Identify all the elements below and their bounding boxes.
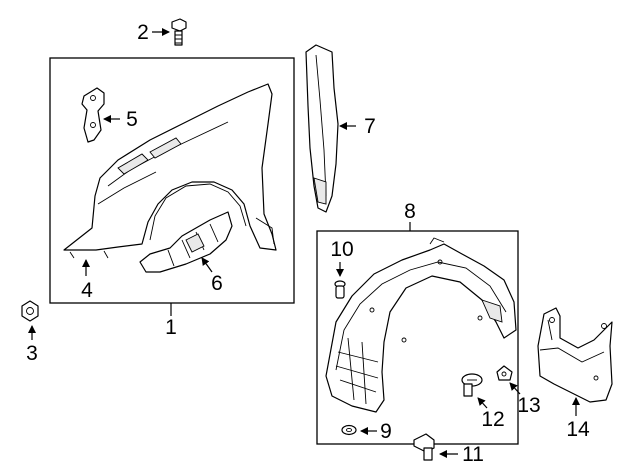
callout-5: 5	[126, 108, 138, 131]
callout-9: 9	[380, 420, 392, 443]
clip-13[interactable]	[496, 365, 513, 381]
fender-liner[interactable]	[325, 237, 517, 413]
callout-14: 14	[566, 418, 590, 441]
callout-8: 8	[404, 200, 416, 223]
fender-panel[interactable]	[63, 83, 277, 259]
washer-9[interactable]	[341, 424, 357, 436]
clip-10[interactable]	[334, 280, 346, 299]
callout-12: 12	[481, 408, 504, 431]
fender-group-frame	[49, 57, 295, 304]
callout-2: 2	[137, 21, 149, 44]
callout-3: 3	[26, 342, 38, 365]
callout-7: 7	[364, 115, 376, 138]
nut-3[interactable]	[21, 300, 39, 322]
fender-bracket[interactable]	[81, 87, 105, 143]
callout-13: 13	[517, 394, 540, 417]
leader-13	[509, 382, 521, 395]
callout-11: 11	[462, 443, 484, 466]
callout-1: 1	[165, 316, 177, 339]
callout-6: 6	[211, 272, 223, 295]
callout-10: 10	[330, 238, 353, 261]
bolt-11[interactable]	[413, 433, 435, 461]
leader-12	[477, 397, 488, 409]
screw-12[interactable]	[461, 373, 483, 397]
fender-insulator[interactable]	[139, 211, 233, 273]
mud-guard[interactable]	[537, 307, 613, 403]
side-seal[interactable]	[305, 44, 339, 213]
bolt-2[interactable]	[171, 18, 187, 46]
leader-6	[201, 257, 213, 273]
callout-4: 4	[81, 279, 93, 302]
